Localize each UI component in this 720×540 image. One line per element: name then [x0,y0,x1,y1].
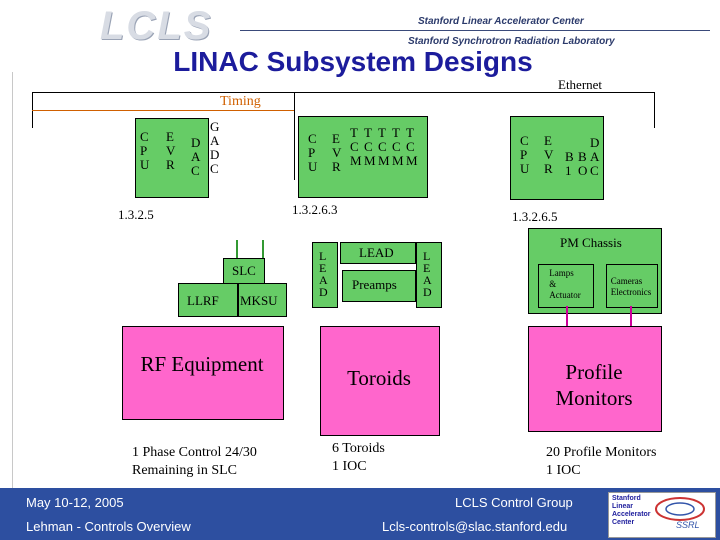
ethernet-drop-3 [654,92,655,128]
pm-link-2 [630,306,632,326]
toroid-note-1: 6 Toroids [332,441,385,456]
crate-2-slot-tcm-4: T C M [392,125,404,168]
lead-top-label: LEAD [359,245,394,260]
lead-right-box [416,242,442,308]
ethernet-label: Ethernet [558,77,603,92]
crate-3-id: 1.3.2.6.5 [512,209,558,224]
mksu-box [238,283,287,317]
toroids-box [320,326,440,436]
crate-3-slot-cpu: C P U [520,133,530,176]
llrf-box [178,283,238,317]
rf-equipment-box [122,326,284,420]
crate-3 [510,116,604,200]
rf-equipment-label: RF Equipment [140,352,264,376]
crate-2-slot-cpu: C P U [308,131,318,174]
crate-2-slot-evr: E V R [332,131,342,174]
crate-1-slot-gadc: G A D C [210,119,220,176]
crate-1-slot-dac: D A C [191,135,201,178]
mksu-label: MKSU [240,293,278,308]
header-rule [240,30,710,31]
cameras-label: Cameras Electronics [610,276,652,297]
page-title: LINAC Subsystem Designs [173,46,533,77]
footer-email[interactable]: Lcls-controls@slac.stanford.edu [382,519,568,534]
lamps-label: Lamps & Actuator [549,268,581,300]
slac-badge [608,492,716,538]
crate-3-slot-bo: B O [578,149,588,178]
preamps-box [342,270,416,302]
crate-2-slot-tcm-2: T C M [364,125,376,168]
crate-2-slot-tcm-3: T C M [378,125,390,168]
pm-link-1 [566,306,568,326]
org-line-2: Stanford Synchrotron Radiation Laborator… [408,36,615,47]
crate-3-slot-dac: D A C [590,135,600,178]
preamps-label: Preamps [352,277,397,292]
toroids-label: Toroids [347,366,411,390]
profile-note-1: 20 Profile Monitors [546,445,657,460]
lcls-logo: LCLS [100,4,213,48]
crate-1 [135,118,209,198]
footer-bar [0,488,720,540]
ssrl-code: SSRL [676,520,700,530]
lead-left-label: L E A D [319,249,328,299]
pm-chassis-label: PM Chassis [560,235,622,250]
cameras-box [606,264,658,308]
lead-left-box [312,242,338,308]
profile-monitors-label-1: Profile [565,360,623,384]
crate-3-slot-b1: B 1 [565,149,574,178]
rf-note-2: Remaining in SLC [132,463,237,478]
profile-monitors-box [528,326,662,432]
org-line-1: Stanford Linear Accelerator Center [418,16,584,27]
lead-right-label: L E A D [423,249,432,299]
footer-group: LCLS Control Group [455,495,573,510]
crate-2-slot-tcm-5: T C M [406,125,418,168]
crate-1-slot-cpu: C P U [140,129,150,172]
header-band [0,0,720,72]
footer-presenter: Lehman - Controls Overview [26,519,191,534]
timing-drop [294,92,295,180]
profile-monitors-label-2: Monitors [555,386,633,410]
slc-label: SLC [232,263,256,278]
timing-line [32,110,294,111]
rf-note-1: 1 Phase Control 24/30 [132,445,257,460]
crate-3-slot-evr: E V R [544,133,554,176]
crate-2-id: 1.3.2.6.3 [292,202,338,217]
crate-2-slot-tcm-1: T C M [350,125,362,168]
timing-label: Timing [220,94,261,109]
lead-top-box [340,242,416,264]
slide-frame [12,72,708,488]
footer-date: May 10-12, 2005 [26,495,124,510]
lamps-box [538,264,594,308]
profile-note-2: 1 IOC [546,463,581,478]
ethernet-line [32,92,654,93]
ring-icon [655,497,705,521]
slac-badge-text: Stanford Linear Accelerator Center [612,495,651,526]
crate-1-slot-evr: E V R [166,129,176,172]
llrf-label: LLRF [187,293,219,308]
toroid-note-2: 1 IOC [332,459,367,474]
crate-2 [298,116,428,198]
crate-1-id: 1.3.2.5 [118,207,154,222]
